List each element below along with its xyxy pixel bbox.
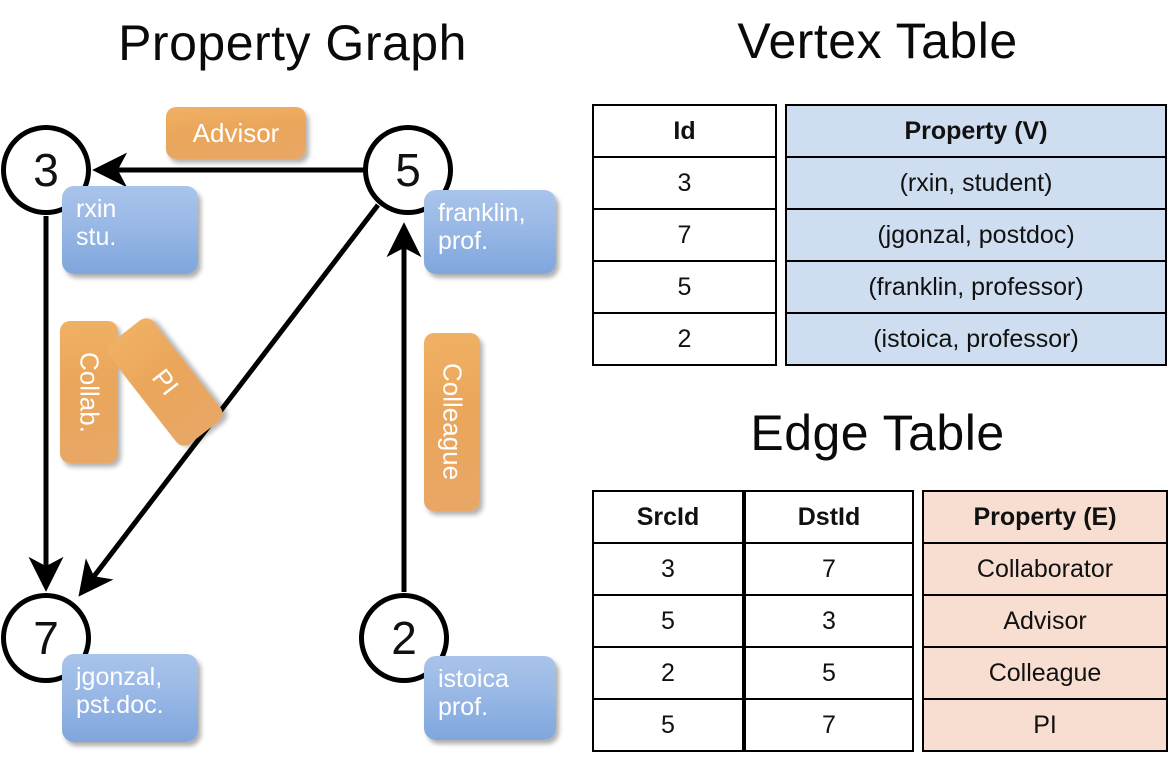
vertex-table-cell-id: 7 bbox=[592, 208, 777, 262]
edge-label-text: PI bbox=[146, 362, 185, 401]
edge-label-advisor: Advisor bbox=[166, 107, 306, 159]
edge-table: SrcId 3 5 2 5 DstId 7 3 5 7 Property (E)… bbox=[592, 490, 1168, 752]
edge-table-column-srcid: SrcId 3 5 2 5 bbox=[592, 490, 744, 752]
edge-table-header-srcid: SrcId bbox=[592, 490, 744, 544]
graph-node-label: 7 bbox=[33, 612, 59, 664]
edge-table-cell-dstid: 5 bbox=[744, 646, 914, 700]
edge-table-cell-srcid: 3 bbox=[592, 542, 744, 596]
page-title-edge-table: Edge Table bbox=[750, 405, 1005, 461]
edge-table-column-property: Property (E) Collaborator Advisor Collea… bbox=[922, 490, 1168, 752]
vertex-table-column-property: Property (V) (rxin, student) (jgonzal, p… bbox=[785, 104, 1167, 366]
vertex-table-cell-property: (istoica, professor) bbox=[785, 312, 1167, 366]
vertex-table-header-property: Property (V) bbox=[785, 104, 1167, 158]
node-property-line: pst.doc. bbox=[76, 691, 164, 719]
edge-table-cell-dstid: 3 bbox=[744, 594, 914, 648]
page-title-vertex-table: Vertex Table bbox=[737, 13, 1018, 69]
node-property-line: prof. bbox=[438, 693, 489, 721]
vertex-table-cell-id: 3 bbox=[592, 156, 777, 210]
vertex-table-cell-id: 5 bbox=[592, 260, 777, 314]
node-property-box-jgonzal: jgonzal, pst.doc. bbox=[62, 654, 198, 742]
edge-table-cell-srcid: 5 bbox=[592, 698, 744, 752]
edge-label-text: Advisor bbox=[192, 117, 280, 148]
property-graph-diagram: 3 5 7 2 rxin stu. franklin, prof. jgonza… bbox=[1, 107, 556, 742]
edge-label-colleague: Colleague bbox=[424, 333, 480, 511]
graph-node-2[interactable]: 2 bbox=[359, 593, 449, 683]
edge-table-cell-property: Collaborator bbox=[922, 542, 1168, 596]
edge-line-pi bbox=[78, 203, 380, 597]
graph-node-5[interactable]: 5 bbox=[363, 125, 453, 215]
edge-table-cell-property: Colleague bbox=[922, 646, 1168, 700]
edge-label-text: Colleague bbox=[437, 363, 468, 481]
node-property-line: prof. bbox=[438, 227, 489, 255]
vertex-table-cell-property: (franklin, professor) bbox=[785, 260, 1167, 314]
graph-node-label: 5 bbox=[395, 144, 421, 196]
edge-table-cell-property: PI bbox=[922, 698, 1168, 752]
node-property-line: istoica bbox=[438, 665, 509, 693]
vertex-table-column-id: Id 3 7 5 2 bbox=[592, 104, 777, 366]
edge-label-collaborator: Collab. bbox=[60, 321, 118, 463]
vertex-table-cell-property: (rxin, student) bbox=[785, 156, 1167, 210]
graph-node-label: 3 bbox=[33, 144, 59, 196]
vertex-table: Id 3 7 5 2 Property (V) (rxin, student) … bbox=[592, 104, 1167, 366]
node-property-line: stu. bbox=[76, 223, 117, 251]
edge-table-cell-dstid: 7 bbox=[744, 698, 914, 752]
node-property-line: franklin, bbox=[438, 199, 526, 227]
edge-table-cell-dstid: 7 bbox=[744, 542, 914, 596]
graph-node-label: 2 bbox=[391, 612, 417, 664]
edge-table-column-gap bbox=[914, 490, 922, 752]
node-property-box-istoica: istoica prof. bbox=[424, 656, 556, 740]
vertex-table-cell-id: 2 bbox=[592, 312, 777, 366]
edge-table-cell-srcid: 5 bbox=[592, 594, 744, 648]
vertex-table-header-id: Id bbox=[592, 104, 777, 158]
node-property-box-franklin: franklin, prof. bbox=[424, 190, 556, 274]
page-title-property-graph: Property Graph bbox=[118, 15, 467, 71]
edge-table-header-dstid: DstId bbox=[744, 490, 914, 544]
node-property-box-rxin: rxin stu. bbox=[62, 186, 198, 274]
edge-table-header-property: Property (E) bbox=[922, 490, 1168, 544]
edge-table-cell-property: Advisor bbox=[922, 594, 1168, 648]
edge-label-text: Collab. bbox=[74, 351, 105, 433]
node-property-line: jgonzal, bbox=[76, 663, 163, 691]
vertex-table-column-gap bbox=[777, 104, 785, 366]
edge-table-cell-srcid: 2 bbox=[592, 646, 744, 700]
vertex-table-cell-property: (jgonzal, postdoc) bbox=[785, 208, 1167, 262]
graph-edge-lines bbox=[28, 152, 422, 597]
edge-table-column-dstid: DstId 7 3 5 7 bbox=[744, 490, 914, 752]
node-property-line: rxin bbox=[76, 195, 117, 223]
